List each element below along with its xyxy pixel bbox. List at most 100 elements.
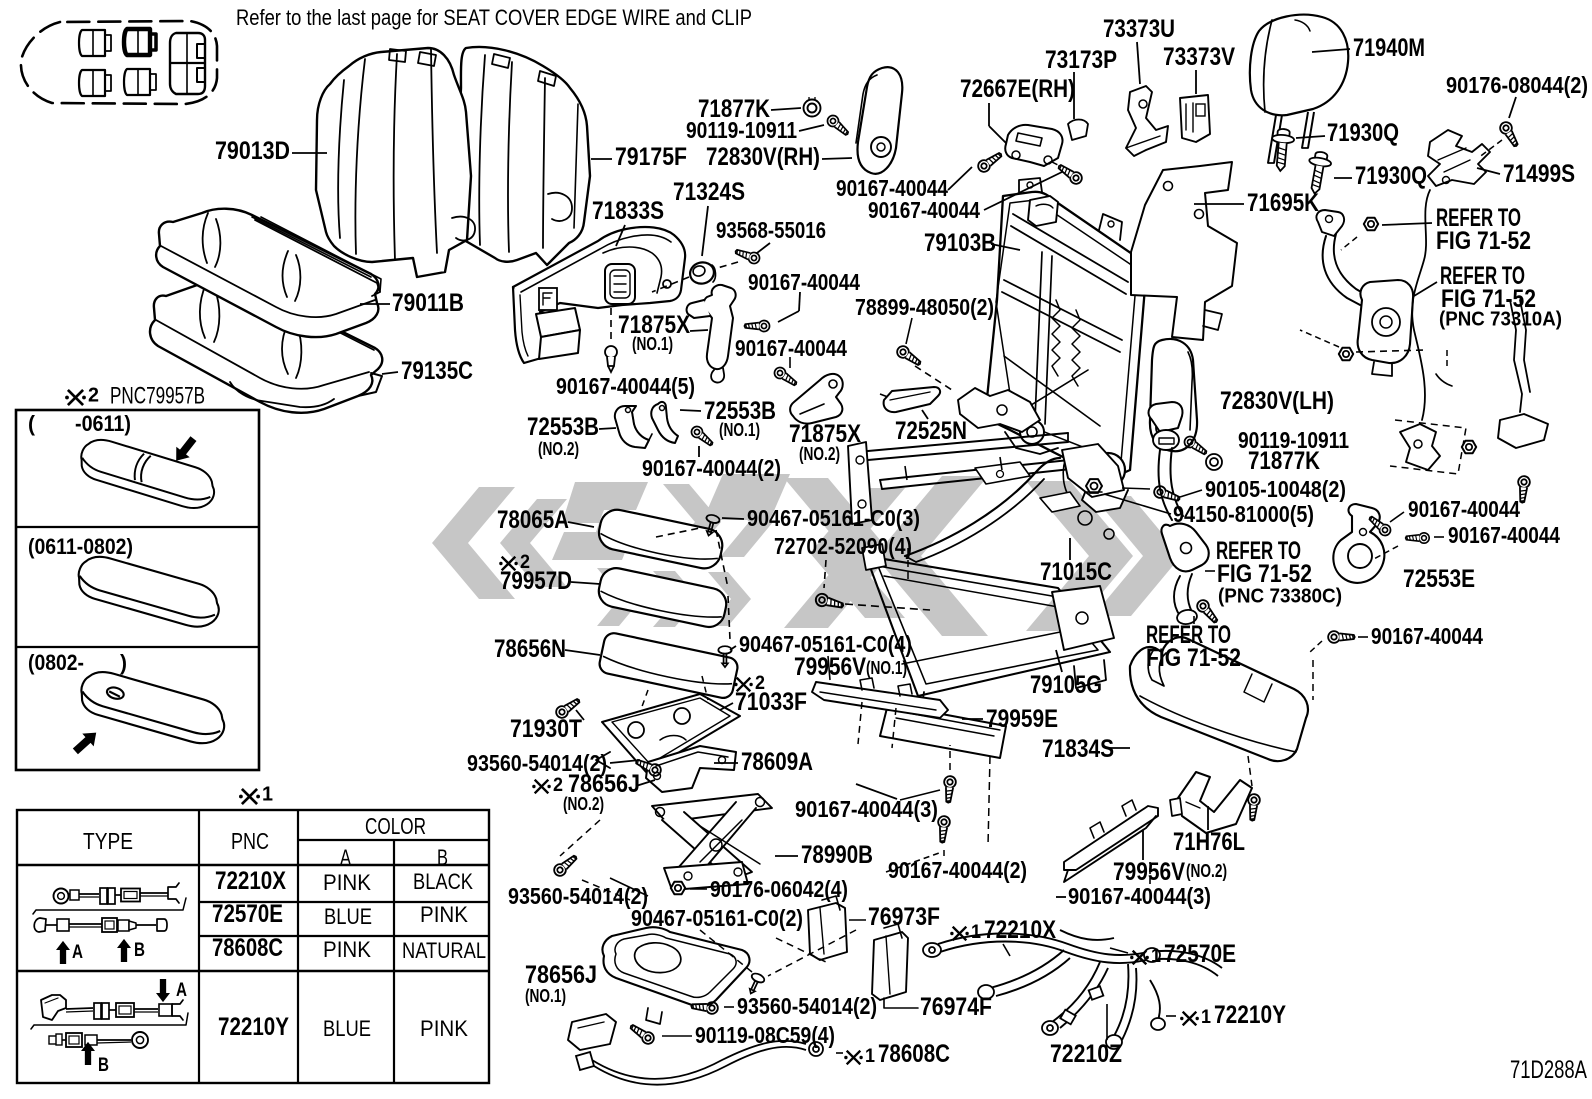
svg-text:72830V(RH): 72830V(RH) bbox=[706, 143, 820, 171]
svg-text:B: B bbox=[134, 940, 145, 961]
svg-text:(NO.2): (NO.2) bbox=[563, 794, 604, 814]
svg-text:(NO.2): (NO.2) bbox=[1186, 861, 1227, 881]
svg-text:79956V: 79956V bbox=[794, 653, 866, 681]
svg-text:(NO.2): (NO.2) bbox=[538, 439, 579, 459]
svg-text:90467-05161-C0(3): 90467-05161-C0(3) bbox=[747, 505, 920, 531]
svg-text:71834S: 71834S bbox=[1042, 735, 1114, 763]
svg-text:71833S: 71833S bbox=[592, 197, 664, 225]
svg-text:72210X: 72210X bbox=[215, 867, 286, 895]
svg-text:71877K: 71877K bbox=[1248, 447, 1320, 475]
svg-text:(NO.1): (NO.1) bbox=[525, 986, 566, 1006]
svg-text:76973F: 76973F bbox=[868, 903, 940, 931]
svg-text:90167-40044: 90167-40044 bbox=[1448, 522, 1560, 548]
svg-text:PNC79957B: PNC79957B bbox=[110, 383, 205, 410]
svg-text:79103B: 79103B bbox=[924, 229, 996, 257]
svg-text:(: ( bbox=[28, 411, 36, 436]
svg-text:71940M: 71940M bbox=[1353, 34, 1425, 62]
svg-text:71875X: 71875X bbox=[618, 311, 690, 339]
svg-text:B: B bbox=[437, 845, 448, 870]
svg-text:71875X: 71875X bbox=[789, 420, 861, 448]
svg-text:90167-40044: 90167-40044 bbox=[735, 335, 847, 361]
svg-text:72570E: 72570E bbox=[212, 900, 283, 928]
svg-text:PINK: PINK bbox=[420, 1016, 468, 1041]
svg-text:PNC: PNC bbox=[231, 828, 269, 854]
svg-text:94150-81000(5): 94150-81000(5) bbox=[1173, 501, 1314, 527]
svg-text:90167-40044(5): 90167-40044(5) bbox=[556, 373, 695, 399]
svg-text:90176-06042(4): 90176-06042(4) bbox=[710, 876, 848, 902]
svg-text:90467-05161-C0(4): 90467-05161-C0(4) bbox=[739, 631, 912, 657]
svg-text:90119-10911: 90119-10911 bbox=[1238, 427, 1349, 453]
svg-text:90467-05161-C0(2): 90467-05161-C0(2) bbox=[631, 905, 803, 931]
svg-text:90167-40044: 90167-40044 bbox=[748, 269, 860, 295]
svg-text:73373V: 73373V bbox=[1163, 43, 1235, 71]
svg-text:72667E(RH): 72667E(RH) bbox=[960, 75, 1075, 103]
svg-text:PINK: PINK bbox=[420, 902, 468, 927]
svg-text:Refer to the last page for SEA: Refer to the last page for SEAT COVER ED… bbox=[236, 5, 752, 30]
svg-text:PINK: PINK bbox=[323, 937, 371, 962]
svg-text:71033F: 71033F bbox=[735, 688, 807, 716]
svg-text:78656J: 78656J bbox=[525, 961, 597, 989]
svg-text:90167-40044(2): 90167-40044(2) bbox=[642, 455, 781, 481]
svg-text:REFER TO: REFER TO bbox=[1146, 621, 1231, 649]
svg-text:90176-08044(2): 90176-08044(2) bbox=[1446, 72, 1588, 98]
svg-text:79956V: 79956V bbox=[1113, 858, 1185, 886]
svg-text:72525N: 72525N bbox=[895, 417, 967, 445]
svg-text:REFER TO: REFER TO bbox=[1216, 537, 1301, 565]
svg-text:(NO.1): (NO.1) bbox=[632, 334, 673, 354]
svg-text:78608C: 78608C bbox=[212, 934, 283, 962]
svg-text:79011B: 79011B bbox=[392, 289, 464, 317]
svg-text:93560-54014(2): 93560-54014(2) bbox=[508, 883, 648, 909]
svg-text:73373U: 73373U bbox=[1103, 15, 1175, 43]
svg-text:PINK: PINK bbox=[323, 870, 371, 895]
svg-text:A: A bbox=[176, 980, 187, 1001]
svg-text:71930Q: 71930Q bbox=[1355, 162, 1427, 190]
svg-text:(PNC 73380C): (PNC 73380C) bbox=[1218, 586, 1342, 608]
svg-text:REFER TO: REFER TO bbox=[1436, 204, 1521, 232]
svg-text:FIG 71-52: FIG 71-52 bbox=[1146, 644, 1241, 672]
svg-text:90167-40044: 90167-40044 bbox=[868, 197, 980, 223]
svg-text:71930T: 71930T bbox=[510, 715, 582, 743]
svg-text:NATURAL: NATURAL bbox=[402, 938, 486, 963]
svg-text:2: 2 bbox=[755, 673, 765, 694]
svg-text:90167-40044: 90167-40044 bbox=[1371, 623, 1483, 649]
svg-text:TYPE: TYPE bbox=[83, 828, 133, 854]
svg-text:2: 2 bbox=[88, 385, 99, 407]
svg-text:78609A: 78609A bbox=[741, 748, 813, 776]
svg-text:(NO.1): (NO.1) bbox=[719, 420, 760, 440]
svg-text:73173P: 73173P bbox=[1045, 46, 1117, 74]
svg-text:): ) bbox=[120, 650, 127, 675]
svg-text:1: 1 bbox=[1201, 1007, 1211, 1028]
svg-text:72210X: 72210X bbox=[984, 916, 1056, 944]
svg-text:71324S: 71324S bbox=[673, 178, 745, 206]
svg-text:72702-52090(4): 72702-52090(4) bbox=[774, 533, 912, 559]
svg-text:BLACK: BLACK bbox=[413, 869, 473, 894]
svg-text:COLOR: COLOR bbox=[365, 813, 426, 839]
svg-text:79957D: 79957D bbox=[500, 567, 572, 595]
svg-text:A: A bbox=[340, 845, 351, 870]
svg-text:A: A bbox=[72, 942, 83, 963]
svg-text:71H76L: 71H76L bbox=[1173, 828, 1245, 856]
svg-text:71D288A: 71D288A bbox=[1510, 1056, 1587, 1084]
svg-text:71930Q: 71930Q bbox=[1327, 119, 1399, 147]
svg-text:72553B: 72553B bbox=[527, 413, 599, 441]
svg-text:72210Z: 72210Z bbox=[1050, 1040, 1122, 1068]
svg-text:90167-40044(2): 90167-40044(2) bbox=[888, 857, 1027, 883]
svg-text:1: 1 bbox=[971, 922, 981, 943]
svg-text:93568-55016: 93568-55016 bbox=[716, 217, 826, 243]
svg-text:90167-40044: 90167-40044 bbox=[1408, 496, 1520, 522]
svg-text:71695K: 71695K bbox=[1247, 189, 1319, 217]
svg-text:78899-48050(2): 78899-48050(2) bbox=[855, 294, 994, 320]
svg-text:90167-40044: 90167-40044 bbox=[836, 175, 948, 201]
svg-text:90119-10911: 90119-10911 bbox=[686, 117, 797, 143]
svg-text:72553B: 72553B bbox=[704, 397, 776, 425]
svg-text:FIG 71-52: FIG 71-52 bbox=[1217, 560, 1312, 588]
svg-text:78608C: 78608C bbox=[878, 1040, 950, 1068]
svg-text:79013D: 79013D bbox=[215, 137, 290, 165]
svg-text:BLUE: BLUE bbox=[324, 904, 372, 929]
svg-text:FIG 71-52: FIG 71-52 bbox=[1436, 227, 1531, 255]
svg-text:93560-54014(2): 93560-54014(2) bbox=[737, 993, 877, 1019]
svg-text:2: 2 bbox=[553, 775, 563, 796]
svg-text:REFER TO: REFER TO bbox=[1440, 262, 1525, 290]
svg-text:FIG 71-52: FIG 71-52 bbox=[1441, 285, 1536, 313]
svg-text:1: 1 bbox=[1151, 946, 1161, 967]
